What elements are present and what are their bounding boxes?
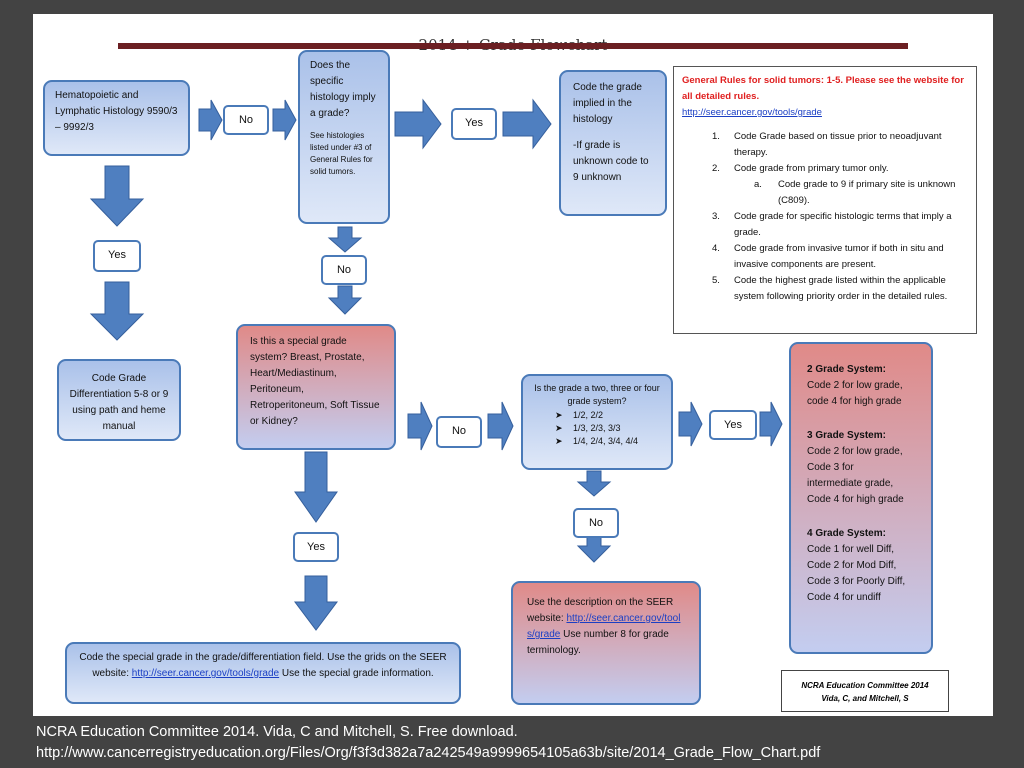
histology-question-box: Does the specific histology imply a grad… xyxy=(298,50,390,224)
grade-system-heading: 4 Grade System: xyxy=(807,528,886,539)
grade-system-line: Code 3 for xyxy=(807,462,854,473)
arrow-histology-to-no xyxy=(327,226,363,253)
rules-link[interactable]: http://seer.cancer.gov/tools/grade xyxy=(682,107,822,118)
title-divider xyxy=(118,43,908,49)
credit-line-1: NCRA Education Committee 2014 xyxy=(801,681,929,690)
yes-label-1: Yes xyxy=(93,240,141,272)
grade-system-heading: 2 Grade System: xyxy=(807,364,886,375)
arrow-yes-to-grade-systems xyxy=(759,401,783,447)
arrow-heme-to-yes xyxy=(89,165,145,227)
code-special-link[interactable]: http://seer.cancer.gov/tools/grade xyxy=(131,668,280,679)
grade-system-line: Code 3 for Poorly Diff, xyxy=(807,576,906,587)
rules-heading: General Rules for solid tumors: 1-5. Ple… xyxy=(682,75,964,102)
code-special-text: Code the special grade in the grade/diff… xyxy=(79,652,447,679)
grade-systems-box: 2 Grade System: Code 2 for low grade, co… xyxy=(789,342,933,654)
grade-system-line: intermediate grade, xyxy=(807,478,894,489)
grade-system-line: Code 2 for low grade, xyxy=(807,446,903,457)
rule-subitem: a.Code grade to 9 if primary site is unk… xyxy=(754,179,956,206)
grade-system-option: ➤1/3, 2/3, 3/3 xyxy=(555,423,621,433)
code-grade-differentiation-box: Code Grade Differentiation 5-8 or 9 usin… xyxy=(57,359,181,441)
code-special-text-2: Use the special grade information. xyxy=(281,668,434,679)
grade-system-question-box: Is the grade a two, three or four grade … xyxy=(521,374,673,470)
grade-system-line: Code 1 for well Diff, xyxy=(807,544,895,555)
grade-system-question-text: Is the grade a two, three or four grade … xyxy=(534,383,660,406)
arrow-no-to-histology xyxy=(272,99,297,141)
histology-question-text: Does the specific histology imply a grad… xyxy=(310,60,376,119)
credit-box: NCRA Education Committee 2014 Vida, C, a… xyxy=(781,670,949,712)
grade-system-option: ➤1/4, 2/4, 3/4, 4/4 xyxy=(555,436,639,446)
rule-item: 2.Code grade from primary tumor only. xyxy=(712,163,889,174)
arrow-no-to-special xyxy=(327,285,363,315)
rule-item: 1.Code Grade based on tissue prior to ne… xyxy=(712,131,942,158)
grade-system-option: ➤1/2, 2/2 xyxy=(555,410,604,420)
no-label-2: No xyxy=(321,255,367,285)
flow-arrows xyxy=(89,98,783,631)
code-implied-unknown-text: -If grade is unknown code to 9 unknown xyxy=(573,140,649,183)
no-label-1: No xyxy=(223,105,269,135)
code-special-grade-box: Code the special grade in the grade/diff… xyxy=(65,642,461,704)
use-description-text: Use the description on the SEER website: xyxy=(527,597,674,624)
code-grade-differentiation-text: Code Grade Differentiation 5-8 or 9 usin… xyxy=(69,373,169,432)
grade-system-line: Code 4 for undiff xyxy=(807,592,881,603)
arrow-special-to-yes xyxy=(294,451,338,523)
credit-line-2: Vida, C, and Mitchell, S xyxy=(821,694,909,703)
special-grade-question-text: Is this a special grade system? Breast, … xyxy=(250,336,380,427)
grade-system-line: Code 2 for low grade, xyxy=(807,380,903,391)
caption-line-1: NCRA Education Committee 2014. Vida, C a… xyxy=(36,724,518,740)
heme-histology-text: Hematopoietic and Lymphatic Histology 95… xyxy=(55,90,178,133)
source-caption: NCRA Education Committee 2014. Vida, C a… xyxy=(36,722,820,764)
yes-label-2: Yes xyxy=(451,108,497,140)
arrow-special-to-no xyxy=(407,401,433,451)
arrow-yes-to-code-implied xyxy=(502,98,552,150)
use-description-text-2: Use number 8 for grade terminology. xyxy=(527,629,669,656)
heme-histology-box: Hematopoietic and Lymphatic Histology 95… xyxy=(43,80,190,156)
grade-system-heading: 3 Grade System: xyxy=(807,430,886,441)
arrow-no-to-grade-system xyxy=(487,401,514,451)
rule-item: 3.Code grade for specific histologic ter… xyxy=(712,211,952,238)
no-label-4: No xyxy=(573,508,619,538)
grade-system-line: code 4 for high grade xyxy=(807,396,902,407)
rules-list: 1.Code Grade based on tissue prior to ne… xyxy=(682,129,968,305)
arrow-yes-to-code-special xyxy=(294,575,338,631)
rule-item: 5.Code the highest grade listed within t… xyxy=(712,275,948,302)
yes-label-4: Yes xyxy=(293,532,339,562)
use-description-link[interactable]: http://seer.cancer.gov/tools/grade xyxy=(527,613,681,640)
arrow-histology-to-yes xyxy=(394,98,442,150)
arrow-yes-to-code-grade xyxy=(89,281,145,341)
arrow-grade-system-to-no xyxy=(576,470,612,497)
rule-item: 4.Code grade from invasive tumor if both… xyxy=(712,243,944,270)
grade-system-options: ➤1/2, 2/2 ➤1/3, 2/3, 3/3 ➤1/4, 2/4, 3/4,… xyxy=(531,409,663,448)
arrow-heme-to-no xyxy=(198,99,223,141)
code-implied-grade-box: Code the grade implied in the histology … xyxy=(559,70,667,216)
caption-line-2[interactable]: http://www.cancerregistryeducation.org/F… xyxy=(36,745,821,761)
special-grade-question-box: Is this a special grade system? Breast, … xyxy=(236,324,396,450)
no-label-3: No xyxy=(436,416,482,448)
grade-system-line: Code 2 for Mod Diff, xyxy=(807,560,897,571)
histology-note-text: See histologies listed under #3 of Gener… xyxy=(310,131,373,176)
general-rules-box: General Rules for solid tumors: 1-5. Ple… xyxy=(673,66,977,334)
code-implied-text: Code the grade implied in the histology xyxy=(573,82,642,125)
arrow-no-to-use-desc xyxy=(576,535,612,563)
flowchart-page: 2014 + Grade Flowchart Hematopoietic and… xyxy=(33,14,993,716)
yes-label-3: Yes xyxy=(709,410,757,440)
arrow-grade-system-to-yes xyxy=(678,401,703,447)
use-description-box: Use the description on the SEER website:… xyxy=(511,581,701,705)
grade-system-line: Code 4 for high grade xyxy=(807,494,904,505)
